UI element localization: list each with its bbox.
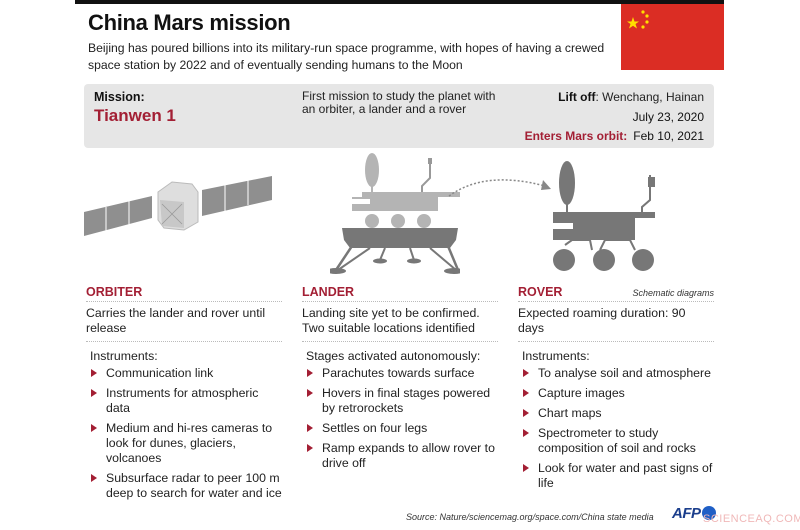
orbiter-instrument-list: Communication link Instruments for atmos… [86,366,282,501]
liftoff-date: July 23, 2020 [632,110,704,124]
bullet-icon [91,369,97,377]
page-subtitle: Beijing has poured billions into its mil… [88,41,605,72]
page-title: China Mars mission [88,10,291,35]
mission-label: Mission: [94,90,145,104]
mission-name: Tianwen 1 [94,106,176,125]
china-flag-icon [621,4,724,70]
list-item: Capture images [518,386,714,401]
bullet-icon [523,429,529,437]
bullet-icon [523,389,529,397]
orbit-entry: Enters Mars orbit: Feb 10, 2021 [525,129,704,143]
list-item: Hovers in final stages powered by retror… [302,386,498,416]
bullet-icon [91,424,97,432]
liftoff-location: Lift off: Wenchang, Hainan [558,90,704,104]
lander-column: LANDER Landing site yet to be confirmed.… [302,285,498,476]
afp-logo: AFP [672,505,701,522]
lander-subhead: Stages activated autonomously: [306,349,481,363]
lander-illustration-icon [330,153,460,274]
orbit-label: Enters Mars orbit: [524,129,628,143]
schematic-note: Schematic diagrams [632,288,714,298]
source-credit: Source: Nature/sciencemag.org/space.com/… [406,512,654,522]
bullet-icon [307,369,313,377]
list-item: Communication link [86,366,282,381]
orbiter-subhead: Instruments: [90,349,158,363]
orbiter-header: ORBITER [86,285,282,302]
rover-summary: Expected roaming duration: 90 days [518,302,714,342]
lander-stage-list: Parachutes towards surface Hovers in fin… [302,366,498,471]
bullet-icon [523,369,529,377]
rover-title: ROVER [518,285,563,299]
list-item: To analyse soil and atmosphere [518,366,714,381]
lander-title: LANDER [302,285,355,299]
rover-subhead: Instruments: [522,349,590,363]
liftoff-label: Lift off [558,90,596,104]
rover-instrument-list: To analyse soil and atmosphere Capture i… [518,366,714,491]
bullet-icon [307,444,313,452]
list-item: Settles on four legs [302,421,498,436]
mission-info-panel: Mission: Tianwen 1 First mission to stud… [84,84,714,148]
list-item: Look for water and past signs of life [518,461,714,491]
list-item: Chart maps [518,406,714,421]
lander-summary: Landing site yet to be confirmed. Two su… [302,302,498,342]
bullet-icon [523,409,529,417]
list-item: Ramp expands to allow rover to drive off [302,441,498,471]
bullet-icon [91,389,97,397]
orbiter-summary: Carries the lander and rover until relea… [86,302,282,342]
list-item: Instruments for atmospheric data [86,386,282,416]
watermark: SCIENCEAQ.COM [703,513,800,525]
liftoff-place: : Wenchang, Hainan [595,90,704,104]
bullet-icon [91,474,97,482]
deploy-arrow-icon [448,179,551,197]
orbiter-column: ORBITER Carries the lander and rover unt… [86,285,282,506]
bullet-icon [307,389,313,397]
list-item: Spectrometer to study composition of soi… [518,426,714,456]
rover-illustration-icon [553,161,655,271]
list-item: Parachutes towards surface [302,366,498,381]
top-rule [75,0,724,4]
bullet-icon [523,464,529,472]
rover-header: ROVER Schematic diagrams [518,285,714,302]
orbiter-title: ORBITER [86,285,143,299]
orbiter-illustration-icon [84,176,272,236]
list-item: Subsurface radar to peer 100 m deep to s… [86,471,282,501]
list-item: Medium and hi-res cameras to look for du… [86,421,282,466]
lander-header: LANDER [302,285,498,302]
mission-description: First mission to study the planet with a… [302,89,496,116]
orbit-date: Feb 10, 2021 [633,129,704,143]
rover-column: ROVER Schematic diagrams Expected roamin… [518,285,714,496]
bullet-icon [307,424,313,432]
afp-logo-dot-icon [702,506,716,520]
